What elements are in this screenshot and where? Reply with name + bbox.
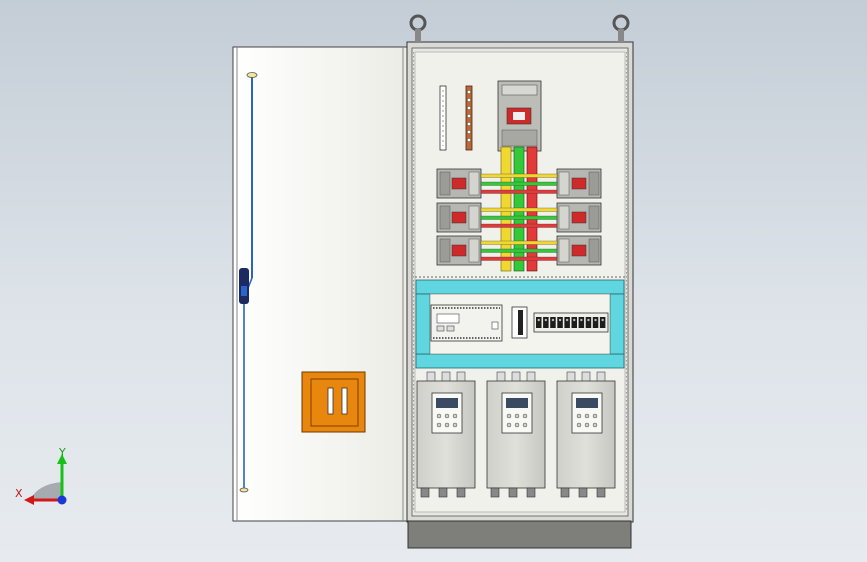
branch-breaker-right[interactable]: [556, 235, 602, 266]
x-axis-label: X: [15, 487, 23, 500]
terminal-strip: [439, 85, 447, 151]
variable-frequency-drive[interactable]: [416, 371, 476, 498]
z-axis-dot: [57, 495, 67, 505]
branch-breaker-right[interactable]: [556, 168, 602, 199]
terminal-block: [564, 317, 570, 328]
terminal-block: [592, 317, 599, 328]
variable-frequency-drive[interactable]: [556, 371, 616, 498]
main-circuit-breaker[interactable]: [497, 80, 542, 152]
coordinate-triad: Y X: [15, 446, 67, 505]
y-axis-label: Y: [58, 446, 66, 459]
bus-links: [480, 207, 558, 228]
terminal-block: [536, 317, 542, 328]
terminal-block: [543, 317, 549, 328]
bus-links: [480, 240, 558, 261]
lifting-eye-right: [612, 14, 630, 42]
vfd-display: [506, 398, 528, 408]
terminal-block-row: [533, 312, 609, 333]
branch-breaker-right[interactable]: [556, 202, 602, 233]
branch-breaker-left[interactable]: [436, 235, 482, 266]
breaker-rows: [436, 168, 602, 266]
variable-frequency-drive[interactable]: [486, 371, 546, 498]
ground-busbar: [465, 85, 473, 151]
terminal-block: [550, 317, 556, 328]
lifting-eye-left: [409, 14, 427, 42]
vfd-display: [436, 398, 458, 408]
door-handle[interactable]: [239, 268, 249, 304]
vfd-display: [576, 398, 598, 408]
plinth: [407, 520, 632, 549]
branch-breaker-left[interactable]: [436, 168, 482, 199]
bus-links: [480, 173, 558, 194]
power-supply-module: [511, 306, 528, 339]
cabinet-door[interactable]: [232, 46, 408, 522]
frame-rivets: [413, 52, 627, 512]
terminal-block: [571, 317, 577, 328]
vfd-bank: [416, 371, 616, 498]
document-pocket: [301, 371, 366, 433]
plc-controller[interactable]: [430, 304, 503, 342]
terminal-block: [599, 317, 606, 328]
terminal-block: [585, 317, 592, 328]
triad-plane: [30, 482, 62, 500]
branch-breaker-left[interactable]: [436, 202, 482, 233]
terminal-block-cells: [536, 317, 606, 328]
terminal-block: [557, 317, 563, 328]
terminal-block: [578, 317, 585, 328]
